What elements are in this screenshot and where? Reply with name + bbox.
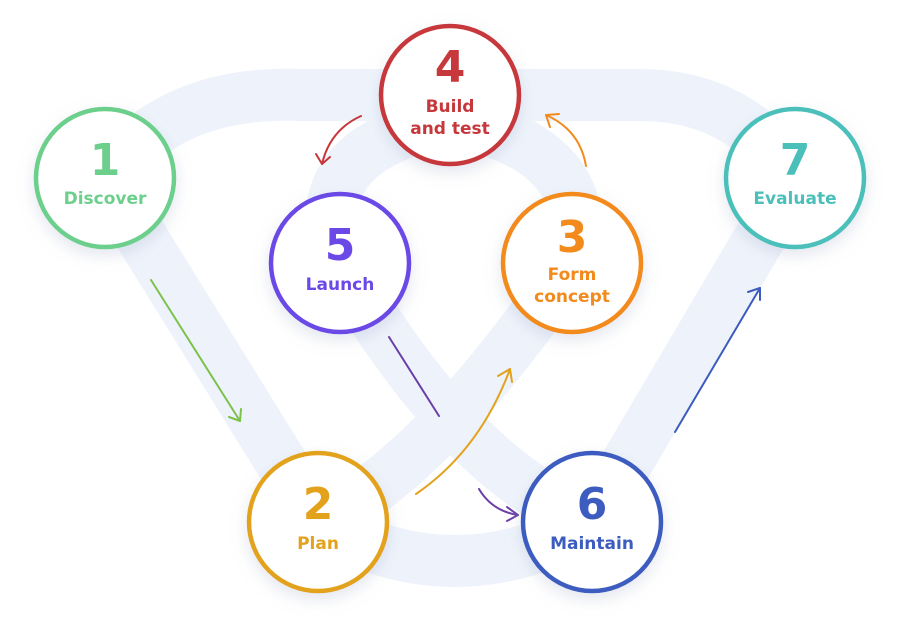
node-build-and-test: 4 Build and test: [378, 23, 522, 167]
node-maintain-label: Maintain: [550, 534, 634, 554]
node-maintain: 6 Maintain: [520, 450, 664, 594]
node-plan-label: Plan: [297, 534, 339, 554]
node-maintain-circle: [520, 450, 664, 594]
arrow-maintain-to-evaluate: [674, 287, 761, 433]
node-evaluate-circle: [723, 106, 867, 250]
node-build-and-test-label-line-2: and test: [410, 119, 490, 139]
node-launch-circle: [268, 191, 412, 335]
node-form-concept-number: 3: [557, 212, 588, 263]
node-evaluate-number: 7: [780, 135, 811, 186]
arrow-plan-to-form-concept: [415, 368, 513, 495]
node-launch-label: Launch: [306, 275, 375, 295]
arrow-form-concept-to-build: [545, 113, 587, 167]
node-evaluate: 7 Evaluate: [723, 106, 867, 250]
node-launch-number: 5: [325, 220, 356, 271]
node-plan-circle: [246, 450, 390, 594]
node-discover-number: 1: [90, 135, 121, 186]
node-form-concept: 3 Form concept: [500, 191, 644, 335]
node-form-concept-circle: [500, 191, 644, 335]
node-launch: 5 Launch: [268, 191, 412, 335]
node-build-and-test-circle: [378, 23, 522, 167]
node-build-and-test-number: 4: [435, 42, 466, 93]
arrow-build-to-launch: [315, 115, 362, 165]
node-maintain-number: 6: [577, 479, 608, 530]
node-plan-number: 2: [303, 479, 334, 530]
node-evaluate-label: Evaluate: [753, 189, 836, 209]
node-build-and-test-label-line-1: Build: [426, 97, 475, 117]
node-form-concept-label-line-1: Form: [548, 265, 597, 285]
node-discover-label: Discover: [64, 189, 147, 209]
arrow-launch-to-maintain: [388, 336, 519, 522]
node-discover-circle: [33, 106, 177, 250]
node-discover: 1 Discover: [33, 106, 177, 250]
node-form-concept-label-line-2: concept: [534, 287, 610, 307]
arrow-discover-to-plan: [150, 279, 242, 422]
node-plan: 2 Plan: [246, 450, 390, 594]
